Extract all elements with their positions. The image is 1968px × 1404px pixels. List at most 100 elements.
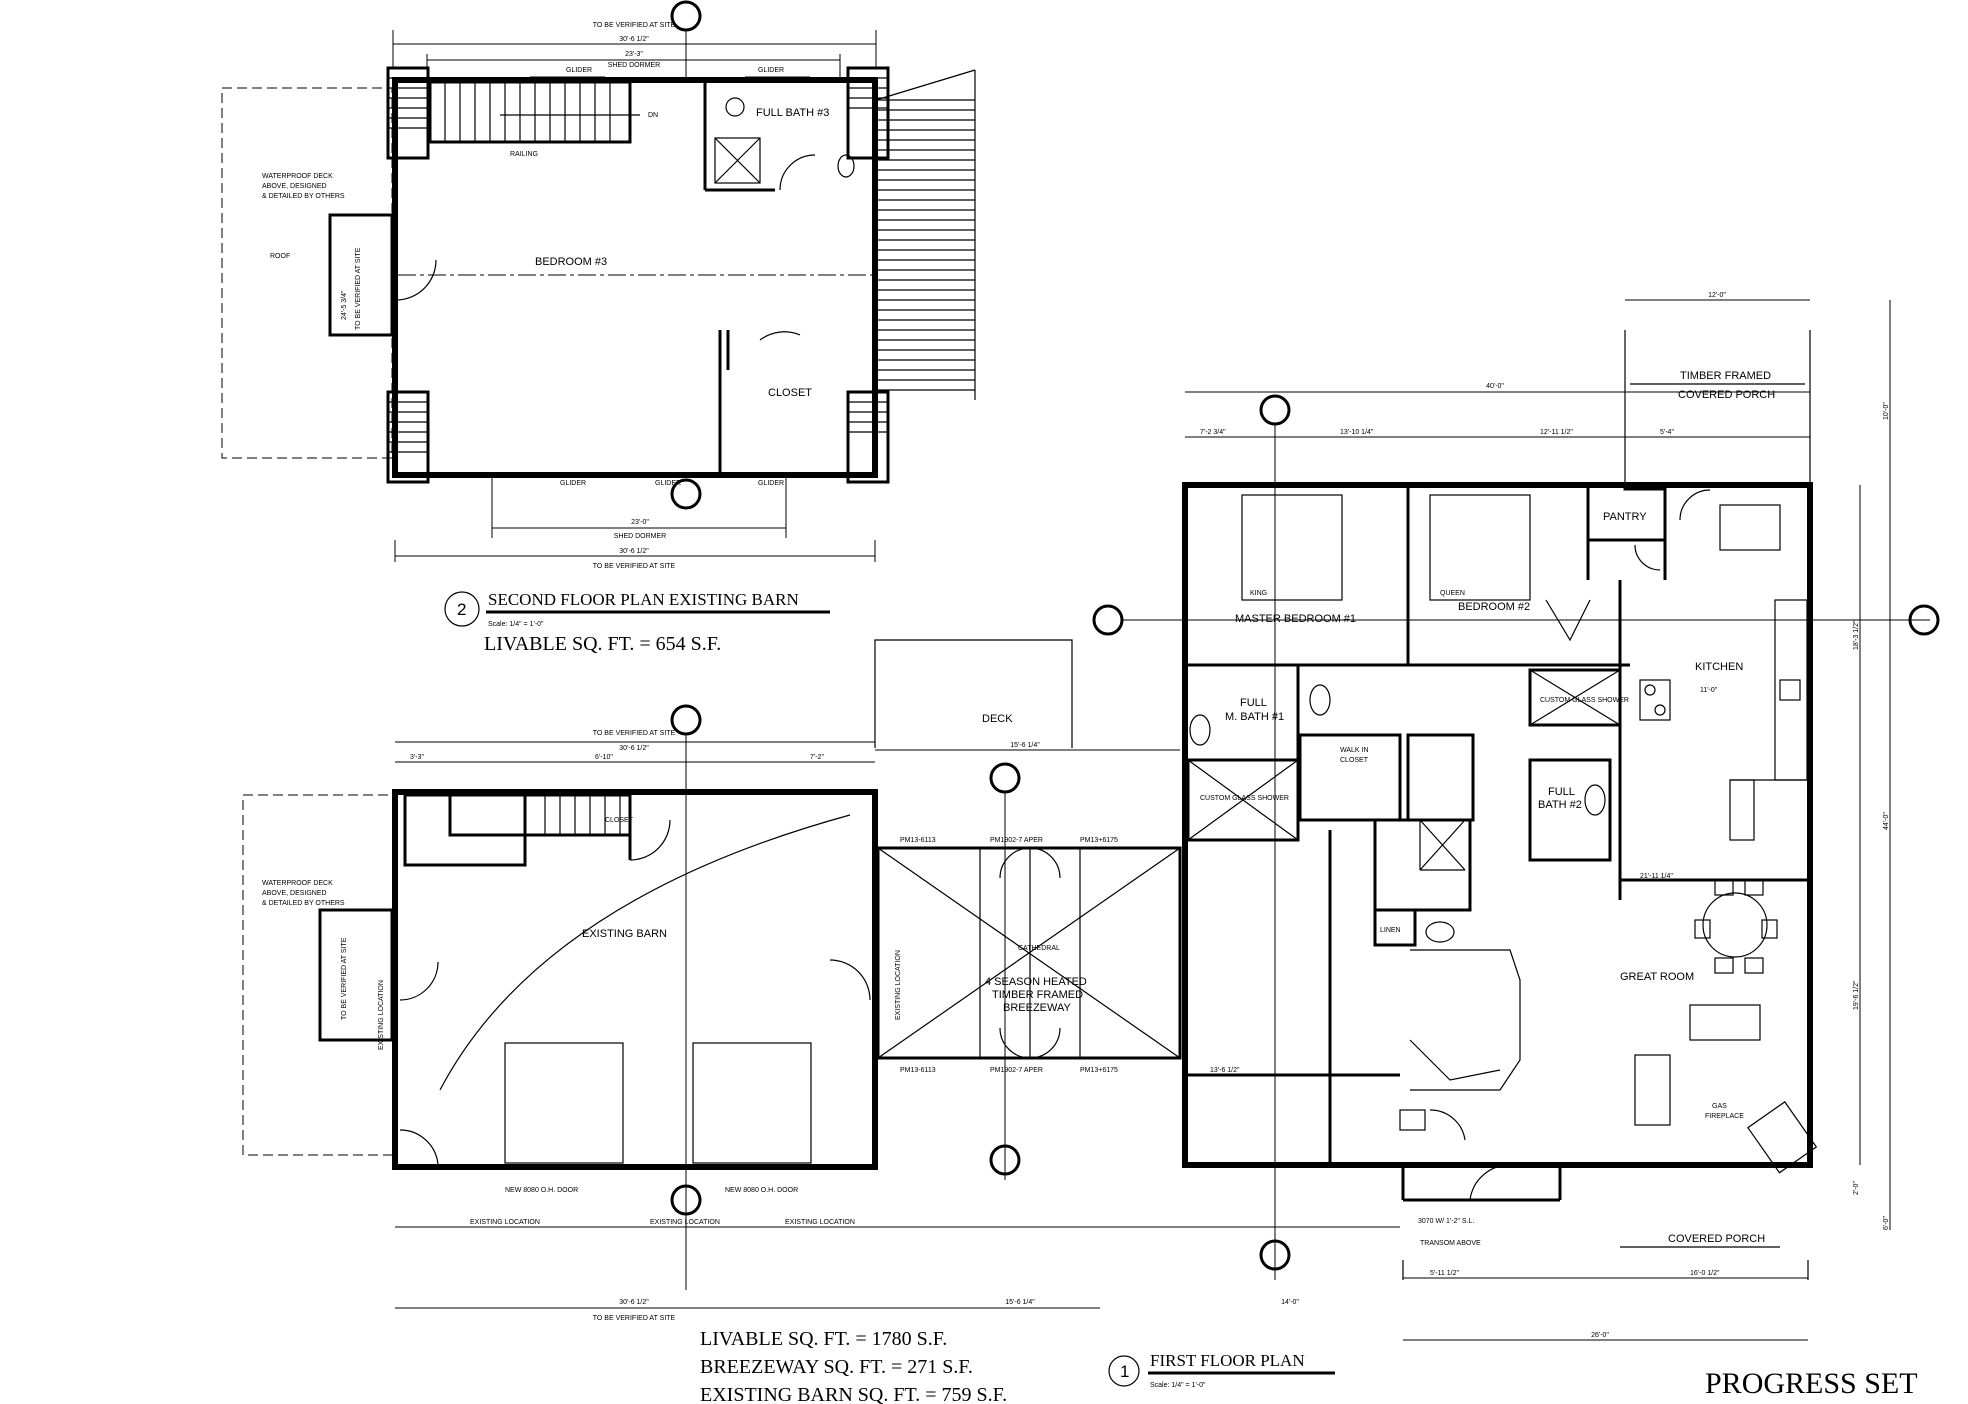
railing-label: RAILING xyxy=(510,151,538,158)
breezeway-label-1: 4 SEASON HEATED xyxy=(985,976,1087,988)
linen-label: LINEN xyxy=(1380,927,1401,934)
area-livable: LIVABLE SQ. FT. = 1780 S.F. xyxy=(700,1328,947,1350)
room-full-bath-2-b: BATH #2 xyxy=(1538,799,1582,811)
dim-right-overall: 44'-0" xyxy=(1883,812,1890,830)
pm-3: PM13+6175 xyxy=(1080,837,1118,844)
ff-dim-barn-mid: 6'-10" xyxy=(595,754,613,761)
room-great-room: GREAT ROOM xyxy=(1620,971,1694,983)
glider-2: GLIDER xyxy=(758,67,784,74)
dim-master-w: 13'-6 1/2" xyxy=(1210,1067,1240,1074)
ff-dim-breeze-top: 15'-6 1/4" xyxy=(1010,742,1040,749)
first-floor-scale: Scale: 1/4" = 1'-0" xyxy=(1150,1382,1206,1389)
dim-overall-bottom: 30'-6 1/2" xyxy=(619,548,649,555)
room-full-bath-2-a: FULL xyxy=(1548,786,1575,798)
shed-dormer-top: SHED DORMER xyxy=(608,62,661,69)
dim-bottom-a: 5'-11 1/2" xyxy=(1430,1270,1460,1277)
ff-deck-note-3: & DETAILED BY OTHERS xyxy=(262,900,345,907)
dim-side: 24'-5 3/4" xyxy=(341,290,348,320)
bed-queen: QUEEN xyxy=(1440,590,1465,597)
breezeway-label-3: BREEZEWAY xyxy=(1003,1002,1072,1014)
dim-right-d: 6'-0" xyxy=(1883,1216,1890,1230)
ff-dim-overall-bottom: 30'-6 1/2" xyxy=(619,1299,649,1306)
first-floor-plan: TO BE VERIFIED AT SITE 30'-6 1/2" 3'-3" … xyxy=(242,292,1940,1404)
second-floor-number: 2 xyxy=(457,600,466,619)
shed-dormer-bottom: SHED DORMER xyxy=(614,533,667,540)
room-deck: DECK xyxy=(982,713,1013,725)
ff-dim-barn-right: 7'-2" xyxy=(810,754,824,761)
deck-note-3: & DETAILED BY OTHERS xyxy=(262,193,345,200)
second-floor-title: SECOND FLOOR PLAN EXISTING BARN xyxy=(488,590,799,609)
room-full-m-bath-1: FULL xyxy=(1240,697,1267,709)
deck-note-2: ABOVE, DESIGNED xyxy=(262,183,327,190)
second-floor-plan: TO BE VERIFIED AT SITE 30'-6 1/2" 23'-3"… xyxy=(221,0,976,655)
custom-shower-2: CUSTOM GLASS SHOWER xyxy=(1540,697,1629,704)
ff-barn-closet: CLOSET xyxy=(605,817,634,824)
verify-note-bottom: TO BE VERIFIED AT SITE xyxy=(593,563,676,570)
bed-king: KING xyxy=(1250,590,1267,597)
verify-note-side: TO BE VERIFIED AT SITE xyxy=(355,247,362,330)
dim-dormer-top: 23'-3" xyxy=(625,51,643,58)
custom-shower-1: CUSTOM GLASS SHOWER xyxy=(1200,795,1289,802)
glider-3: GLIDER xyxy=(560,480,586,487)
dim-overall-top: 30'-6 1/2" xyxy=(619,36,649,43)
gas-fireplace-1: GAS xyxy=(1712,1103,1727,1110)
breezeway-label-2: TIMBER FRAMED xyxy=(992,989,1083,1001)
roof-label: ROOF xyxy=(270,253,290,260)
first-floor-title: FIRST FLOOR PLAN xyxy=(1150,1351,1305,1370)
progress-set-stamp: PROGRESS SET xyxy=(1705,1367,1918,1400)
deck-note-1: WATERPROOF DECK xyxy=(262,173,333,180)
room-existing-barn: EXISTING BARN xyxy=(582,928,667,940)
breezeway-cathedral: CATHEDRAL xyxy=(1018,945,1060,952)
ff-door-1: NEW 8080 O.H. DOOR xyxy=(505,1187,578,1194)
glider-5: GLIDER xyxy=(758,480,784,487)
dim-right-c: 10'-0" xyxy=(1883,402,1890,420)
room-full-bath-3: FULL BATH #3 xyxy=(756,107,829,119)
ff-existing-loc-1: EXISTING LOCATION xyxy=(470,1219,540,1226)
ff-verify-side: TO BE VERIFIED AT SITE xyxy=(341,937,348,1020)
walk-in-closet-2: CLOSET xyxy=(1340,757,1369,764)
dn-label: DN xyxy=(648,112,658,119)
glider-4: GLIDER xyxy=(655,480,681,487)
pm-5: PM1902-7 APER xyxy=(990,1067,1043,1074)
ff-existing-loc-side-2: EXISTING LOCATION xyxy=(895,950,902,1020)
room-bedroom-3: BEDROOM #3 xyxy=(535,256,607,268)
ff-dim-barn-left: 3'-3" xyxy=(410,754,424,761)
dim-right-a: 18'-3 1/2" xyxy=(1853,620,1860,650)
second-floor-livable: LIVABLE SQ. FT. = 654 S.F. xyxy=(484,633,721,655)
transom-note: TRANSOM ABOVE xyxy=(1420,1240,1481,1247)
first-floor-number: 1 xyxy=(1120,1362,1129,1381)
room-pantry: PANTRY xyxy=(1603,511,1647,523)
pm-4: PM13-6113 xyxy=(900,1067,936,1074)
ff-dim-overall-top: 30'-6 1/2" xyxy=(619,745,649,752)
ff-dim-breeze-bottom: 15'-6 1/4" xyxy=(1005,1299,1035,1306)
dim-kitchen-w: 11'-0" xyxy=(1700,687,1718,694)
room-closet-2f: CLOSET xyxy=(768,387,812,399)
ff-deck-note-2: ABOVE, DESIGNED xyxy=(262,890,327,897)
glider-1: GLIDER xyxy=(566,67,592,74)
ff-verify-bottom: TO BE VERIFIED AT SITE xyxy=(593,1315,676,1322)
dim-right-b: 19'-6 1/2" xyxy=(1853,980,1860,1010)
dim-row-b: 13'-10 1/4" xyxy=(1340,429,1374,436)
dim-porch-top: 12'-0" xyxy=(1708,292,1726,299)
area-breezeway: BREEZEWAY SQ. FT. = 271 S.F. xyxy=(700,1356,973,1378)
ff-existing-loc-3: EXISTING LOCATION xyxy=(785,1219,855,1226)
area-existing-barn: EXISTING BARN SQ. FT. = 759 S.F. xyxy=(700,1384,1007,1404)
dim-row-d: 5'-4" xyxy=(1660,429,1674,436)
dim-row-c: 12'-11 1/2" xyxy=(1540,429,1573,436)
ff-deck-note-1: WATERPROOF DECK xyxy=(262,880,333,887)
room-kitchen: KITCHEN xyxy=(1695,661,1743,673)
ff-verify-top: TO BE VERIFIED AT SITE xyxy=(593,730,676,737)
room-master-bedroom: MASTER BEDROOM #1 xyxy=(1235,613,1356,625)
gas-fireplace-2: FIREPLACE xyxy=(1705,1113,1744,1120)
front-door-note: 3070 W/ 1'-2" S.L. xyxy=(1418,1218,1474,1225)
porch-label-1: TIMBER FRAMED xyxy=(1680,370,1771,382)
pm-1: PM13-6113 xyxy=(900,837,936,844)
verify-note-top: TO BE VERIFIED AT SITE xyxy=(593,22,676,29)
ff-existing-loc-side: EXISTING LOCATION xyxy=(378,980,385,1050)
ff-existing-loc-2: EXISTING LOCATION xyxy=(650,1219,720,1226)
dim-dormer-bottom: 23'-0" xyxy=(631,519,649,526)
dim-bottom-b: 16'-0 1/2" xyxy=(1690,1270,1720,1277)
room-covered-porch: COVERED PORCH xyxy=(1668,1233,1765,1245)
dim-bottom-c: 26'-0" xyxy=(1591,1332,1609,1339)
